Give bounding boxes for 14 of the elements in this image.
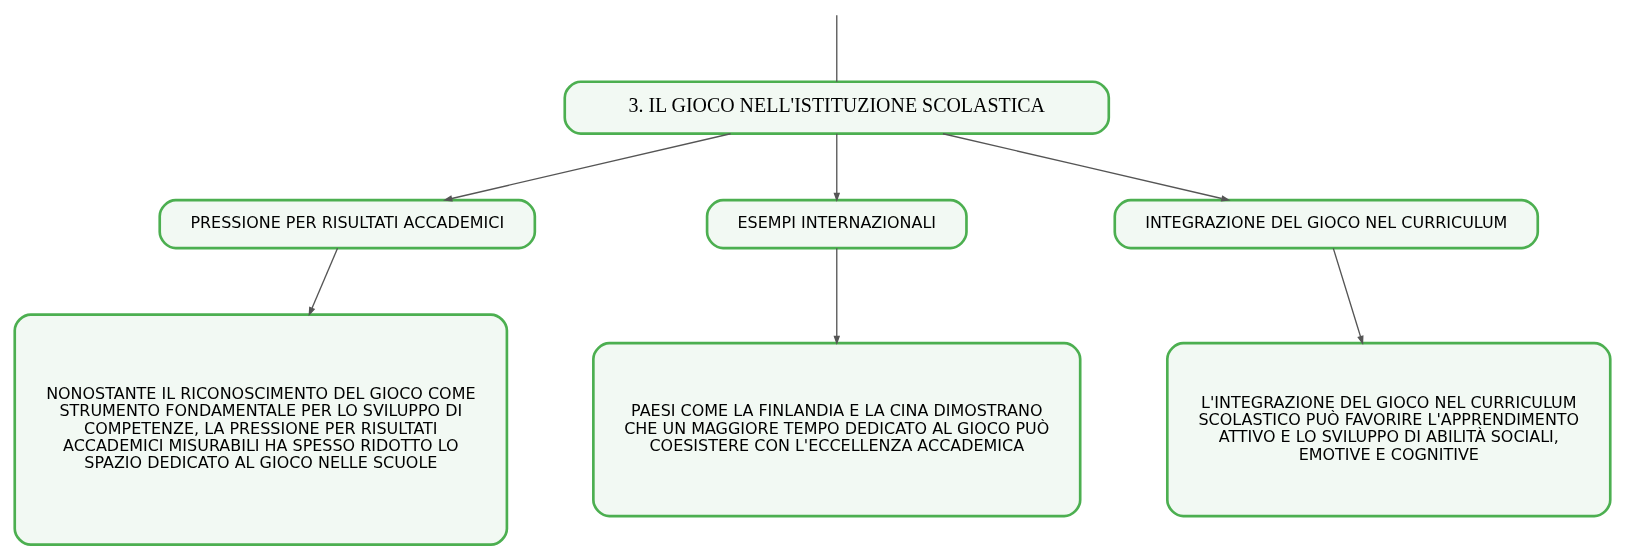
arrow xyxy=(942,132,1231,202)
arrow xyxy=(1332,247,1364,345)
arrow xyxy=(308,247,339,316)
node-box: 3. IL GIOCO NELL'ISTITUZIONE SCOLASTICA xyxy=(563,79,1111,135)
node-box: L'INTEGRAZIONE DEL GIOCO NEL CURRICULUM SCOLASTICO PUÒ FAVORIRE L'APPRENDIMENTO ATTIVO E LO SVILUPPO DI ABILITÀ SOCIALI, EMOTIVE E COGNITIVE xyxy=(1166,341,1612,517)
arrow xyxy=(833,247,841,345)
node-box: PRESSIONE PER RISULTATI ACCADEMICI xyxy=(158,198,537,249)
node-box: ESEMPI INTERNAZIONALI xyxy=(705,198,968,249)
connector xyxy=(836,14,838,82)
node-box: NONOSTANTE IL RICONOSCIMENTO DEL GIOCO COME STRUMENTO FONDAMENTALE PER LO SVILUPPO DI COMPETENZE, LA PRESSIONE PER RISULTATI ACCADEMICI MISURABILI HA SPESSO RIDOTTO LO SPAZIO DEDICATO AL GIOCO NELLE SCUOLE xyxy=(13,312,509,546)
node-box: INTEGRAZIONE DEL GIOCO NEL CURRICULUM xyxy=(1113,198,1540,249)
arrow xyxy=(443,132,732,202)
arrow xyxy=(833,132,841,202)
node-box: PAESI COME LA FINLANDIA E LA CINA DIMOSTRANO CHE UN MAGGIORE TEMPO DEDICATO AL GIOCO PUÒ COESISTERE CON L'ECCELLENZA ACCADEMICA xyxy=(592,341,1082,517)
